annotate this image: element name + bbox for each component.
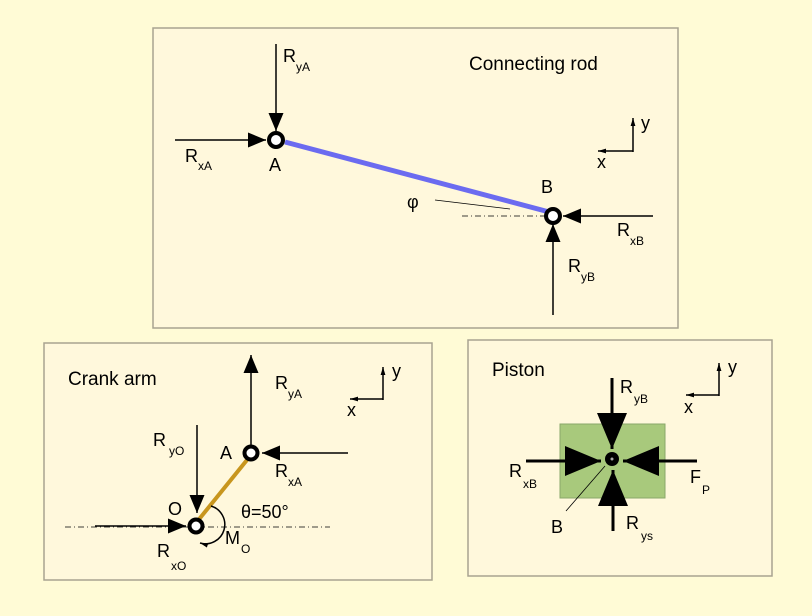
axes-icon: y x	[597, 113, 650, 172]
force-RyB-label: R	[620, 377, 633, 397]
force-RxA-subscript: xA	[288, 475, 302, 489]
force-RyA-label: R	[283, 46, 296, 66]
axis-y-label: y	[392, 361, 401, 381]
force-Rys-label: R	[626, 513, 639, 533]
force-RyB-subscript: yB	[581, 270, 595, 284]
piston-panel: Piston R yB R xB F P R ys B y x	[467, 339, 773, 577]
axis-x-label: x	[684, 397, 693, 417]
axes-icon: y x	[684, 357, 737, 417]
force-RyA-label: R	[275, 373, 288, 393]
pin-O	[187, 517, 205, 535]
force-RxA-label: R	[185, 146, 198, 166]
point-B-label: B	[551, 517, 563, 537]
axes-icon: y x	[347, 361, 401, 420]
pin-B-center	[610, 457, 614, 461]
point-A-label: A	[220, 443, 232, 463]
force-RyA-subscript: yA	[288, 387, 302, 401]
panel-title: Connecting rod	[469, 54, 598, 75]
force-RyB-subscript: yB	[634, 392, 648, 406]
force-RxB-subscript: xB	[523, 477, 537, 491]
connecting-rod-link	[284, 139, 554, 216]
point-B-leader	[565, 465, 606, 512]
panel-title: Crank arm	[68, 369, 157, 390]
pin-A	[267, 131, 285, 149]
connecting-rod-panel: Connecting rod φ R yA R xA A R xB R yB B…	[152, 27, 679, 329]
force-RyO-label: R	[153, 430, 166, 450]
angle-theta-label: θ=50°	[241, 502, 289, 522]
force-RyB-label: R	[568, 256, 581, 276]
pin-B	[544, 207, 562, 225]
force-RyA-subscript: yA	[296, 60, 310, 74]
pin-A	[242, 444, 260, 462]
axis-y-label: y	[641, 113, 650, 133]
angle-phi-label: φ	[407, 192, 419, 212]
force-RyO-subscript: yO	[169, 444, 184, 458]
force-RxB-label: R	[617, 220, 630, 240]
force-RxB-subscript: xB	[630, 234, 644, 248]
force-FP-subscript: P	[702, 483, 710, 497]
force-RxA-label: R	[275, 461, 288, 481]
panel-frame	[43, 342, 433, 581]
force-Rys-subscript: ys	[641, 529, 653, 543]
force-RxB-label: R	[509, 461, 522, 481]
crank-arm-panel: Crank arm R yA R xA A R yO R xO M O O θ=…	[43, 342, 433, 581]
point-B-label: B	[541, 177, 553, 197]
axis-y-label: y	[728, 357, 737, 377]
axis-x-label: x	[597, 152, 606, 172]
crank-arm-link	[194, 453, 253, 525]
panel-title: Piston	[492, 360, 545, 381]
point-A-label: A	[269, 155, 281, 175]
force-FP-label: F	[690, 467, 701, 487]
angle-leader	[434, 199, 511, 210]
moment-MO-arrow	[199, 505, 226, 548]
moment-MO-subscript: O	[241, 542, 250, 556]
point-O-label: O	[168, 499, 182, 519]
force-RxA-subscript: xA	[198, 159, 212, 173]
axis-x-label: x	[347, 400, 356, 420]
force-RxO-label: R	[157, 541, 170, 561]
force-RxO-subscript: xO	[171, 559, 186, 573]
moment-MO-label: M	[225, 528, 240, 548]
